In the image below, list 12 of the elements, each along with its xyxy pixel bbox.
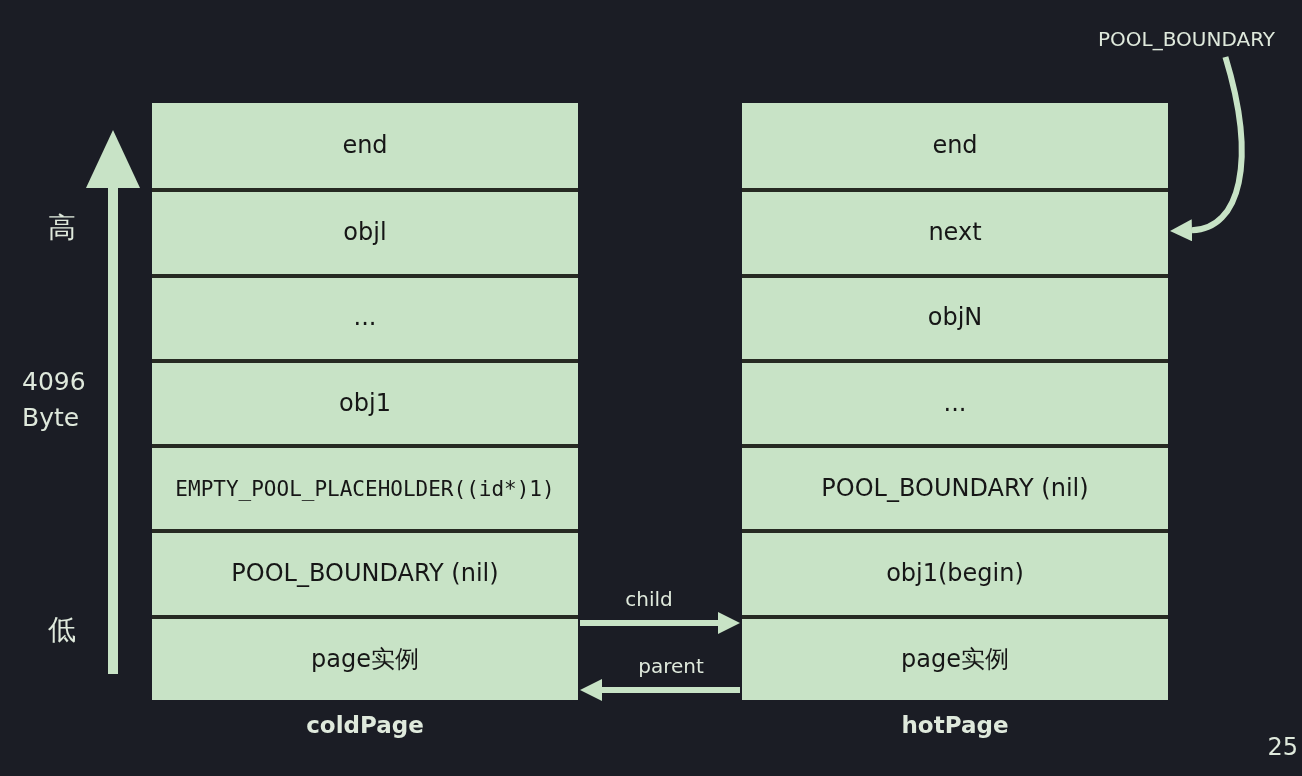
size-label: 4096 Byte — [22, 366, 86, 435]
page-caption: coldPage — [306, 712, 424, 739]
level-label: 低 — [48, 613, 76, 647]
arrow — [1170, 56, 1245, 242]
arrow — [580, 612, 740, 634]
edge-label: parent — [638, 655, 704, 678]
pointer-label: POOL_BOUNDARY — [1098, 28, 1275, 51]
level-label: 高 — [48, 211, 76, 245]
arrow — [580, 679, 740, 701]
edge-label: child — [625, 588, 673, 611]
page-caption: hotPage — [901, 712, 1009, 739]
page-number: 25 — [1267, 734, 1298, 762]
